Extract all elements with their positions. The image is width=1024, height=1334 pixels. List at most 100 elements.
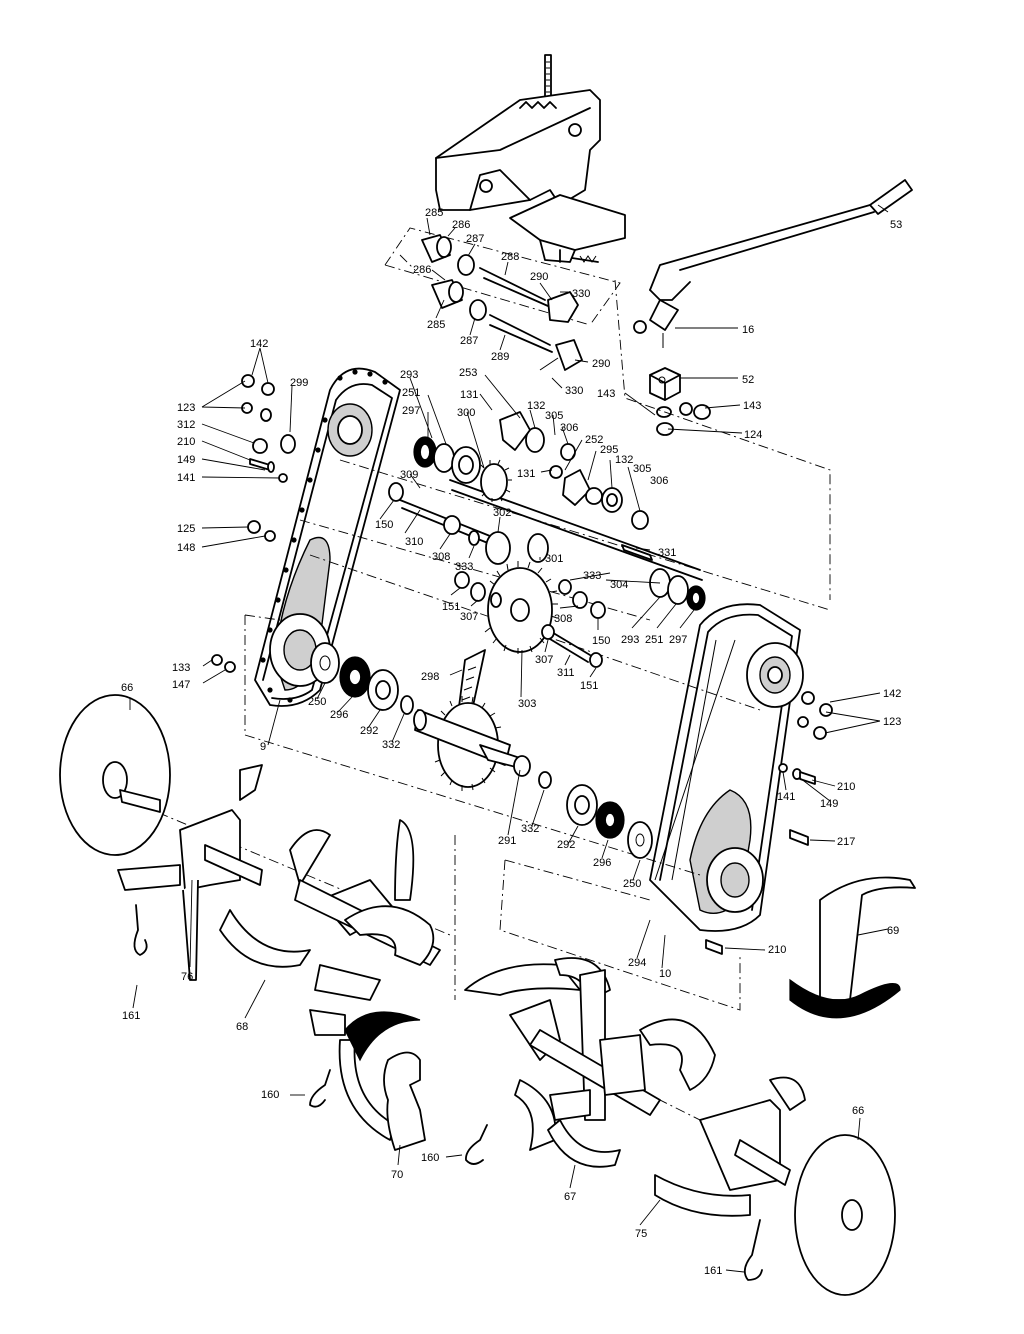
part-label: 141: [777, 791, 795, 803]
part-label: 75: [635, 1228, 647, 1240]
part-label: 131: [517, 468, 535, 480]
part-label: 143: [597, 388, 615, 400]
part-label: 307: [460, 611, 478, 623]
shift-shafts: [384, 227, 621, 371]
part-label: 67: [564, 1191, 576, 1203]
part-label: 123: [177, 402, 195, 414]
part-label: 307: [535, 654, 553, 666]
part-label: 306: [560, 422, 578, 434]
part-label: 10: [659, 968, 671, 980]
part-label: 293: [400, 369, 418, 381]
part-label: 297: [402, 405, 420, 417]
part-label: 142: [883, 688, 901, 700]
part-label: 68: [236, 1021, 248, 1033]
part-label: 69: [887, 925, 899, 937]
part-label: 303: [518, 698, 536, 710]
part-label: 210: [837, 781, 855, 793]
part-label: 125: [177, 523, 195, 535]
part-label: 151: [580, 680, 598, 692]
part-label: 151: [442, 601, 460, 613]
part-label: 305: [545, 410, 563, 422]
part-labels: 53 285 286 287 288 290 330 286 285 287 2…: [121, 207, 902, 1277]
part-label: 150: [592, 635, 610, 647]
lower-axle: [413, 696, 552, 791]
part-label: 330: [565, 385, 583, 397]
right-bearings: [566, 784, 653, 859]
leader-lines: [129, 204, 889, 1273]
part-label: 217: [837, 836, 855, 848]
part-label: 53: [890, 219, 902, 231]
part-label: 333: [455, 561, 473, 573]
part-label: 308: [432, 551, 450, 563]
hairpin-clips: [133, 904, 763, 1281]
part-label: 52: [742, 374, 754, 386]
part-label: 298: [421, 671, 439, 683]
part-label: 131: [460, 389, 478, 401]
part-label: 289: [491, 351, 509, 363]
part-label: 210: [768, 944, 786, 956]
part-label: 297: [669, 634, 687, 646]
left-hardware: [211, 374, 296, 673]
part-label: 333: [583, 570, 601, 582]
right-hardware: [705, 691, 833, 955]
part-label: 300: [457, 407, 475, 419]
part-label: 287: [466, 233, 484, 245]
part-label: 304: [610, 579, 628, 591]
loose-tine: [383, 1051, 426, 1151]
part-label: 291: [498, 835, 516, 847]
part-label: 312: [177, 419, 195, 431]
part-label: 250: [308, 696, 326, 708]
part-label: 124: [744, 429, 762, 441]
part-label: 142: [250, 338, 268, 350]
part-label: 76: [181, 971, 193, 983]
part-label: 285: [425, 207, 443, 219]
part-label: 290: [530, 271, 548, 283]
part-label: 299: [290, 377, 308, 389]
shift-lever: [633, 179, 913, 348]
part-label: 253: [459, 367, 477, 379]
part-label: 161: [122, 1010, 140, 1022]
part-label: 250: [623, 878, 641, 890]
right-chaincase: [649, 603, 804, 932]
part-label: 132: [615, 454, 633, 466]
part-label: 251: [645, 634, 663, 646]
mast-bracket: [435, 54, 626, 263]
part-label: 66: [121, 682, 133, 694]
part-label: 149: [820, 798, 838, 810]
part-label: 294: [628, 957, 646, 969]
part-label: 286: [452, 219, 470, 231]
left-tine-assembly: [59, 694, 441, 1141]
part-label: 251: [402, 387, 420, 399]
part-label: 16: [742, 324, 754, 336]
part-label: 66: [852, 1105, 864, 1117]
part-label: 150: [375, 519, 393, 531]
part-label: 332: [382, 739, 400, 751]
part-label: 305: [633, 463, 651, 475]
part-label: 133: [172, 662, 190, 674]
part-label: 161: [704, 1265, 722, 1277]
left-bearings: [310, 642, 414, 715]
part-label: 9: [260, 741, 266, 753]
part-label: 296: [330, 709, 348, 721]
part-label: 123: [883, 716, 901, 728]
part-label: 331: [658, 547, 676, 559]
part-label: 160: [261, 1089, 279, 1101]
part-label: 143: [743, 400, 761, 412]
right-tine-assembly: [464, 876, 916, 1296]
part-label: 160: [421, 1152, 439, 1164]
part-label: 308: [554, 613, 572, 625]
part-label: 310: [405, 536, 423, 548]
part-label: 288: [501, 251, 519, 263]
part-label: 70: [391, 1169, 403, 1181]
part-label: 332: [521, 823, 539, 835]
part-label: 295: [600, 444, 618, 456]
part-label: 296: [593, 857, 611, 869]
part-label: 132: [527, 400, 545, 412]
part-label: 292: [557, 839, 575, 851]
part-label: 287: [460, 335, 478, 347]
part-label: 301: [545, 553, 563, 565]
part-label: 252: [585, 434, 603, 446]
part-label: 309: [400, 469, 418, 481]
left-case-bolts: [260, 369, 388, 703]
